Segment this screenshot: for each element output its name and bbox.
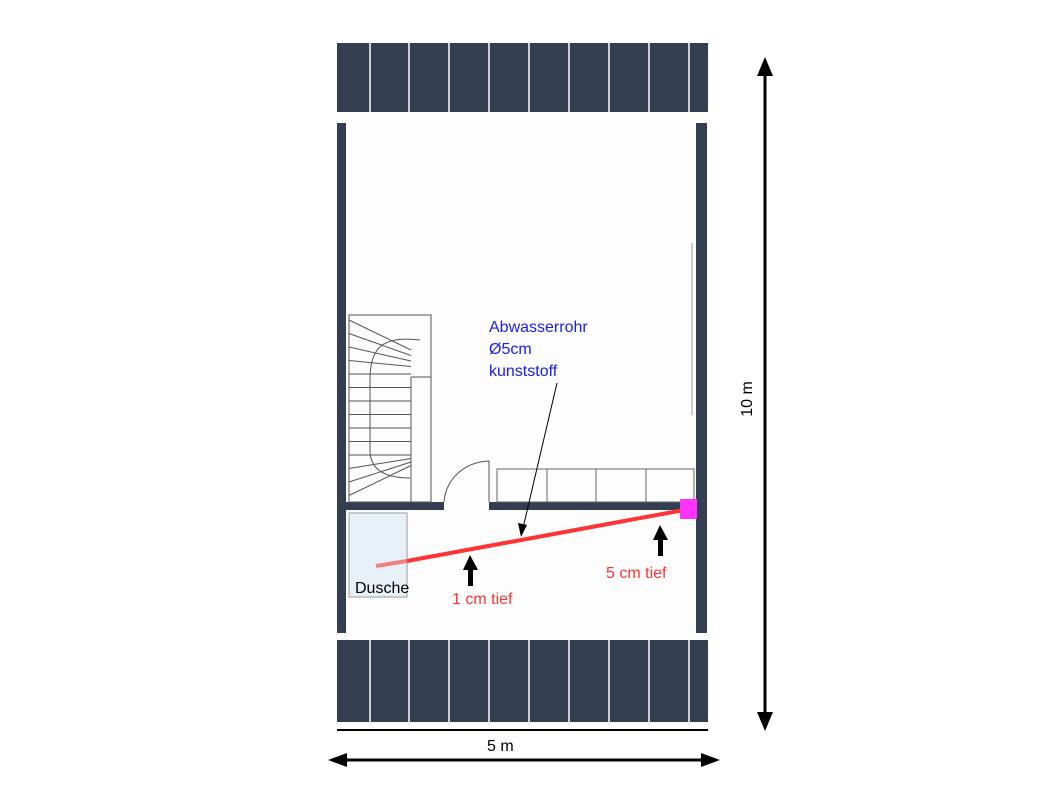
- shower-tray: [348, 512, 408, 598]
- width-dimension: [328, 729, 720, 767]
- pipe-label-line3: kunststoff: [489, 363, 558, 380]
- depth-label-left: 1 cm tief: [452, 591, 513, 608]
- depth-arrow-left: [463, 555, 478, 586]
- pipe-label-line2: Ø5cm: [489, 341, 532, 358]
- roof-panels-bottom: [337, 640, 708, 722]
- height-dimension: [757, 57, 773, 731]
- panel-dividers: [369, 43, 690, 722]
- depth-label-right: 5 cm tief: [606, 565, 667, 582]
- walls: [337, 123, 707, 633]
- shower-label: Dusche: [355, 580, 410, 597]
- stair-step: [348, 333, 412, 356]
- door-swing: [443, 460, 490, 503]
- pipe-pointer-arrow: [518, 382, 558, 537]
- stair-step: [348, 458, 412, 469]
- height-label: 10 m: [738, 381, 756, 417]
- stair-step: [348, 360, 412, 367]
- pipe-label: Abwasserrohr Ø5cm kunststoff: [489, 317, 588, 383]
- stair-step: [348, 319, 412, 351]
- drain-pipe: [406, 508, 685, 563]
- stair-step: [348, 346, 412, 362]
- width-label: 5 m: [487, 738, 514, 755]
- pipe-label-line1: Abwasserrohr: [489, 319, 588, 336]
- cabinets: [496, 468, 695, 503]
- stair-step: [348, 461, 412, 483]
- staircase: [348, 314, 432, 503]
- depth-arrow-right: [653, 525, 668, 556]
- stair-step: [348, 465, 412, 496]
- pipe-faded: [375, 559, 408, 568]
- drain-connection: [680, 499, 697, 519]
- roof-panels-top: [337, 43, 708, 112]
